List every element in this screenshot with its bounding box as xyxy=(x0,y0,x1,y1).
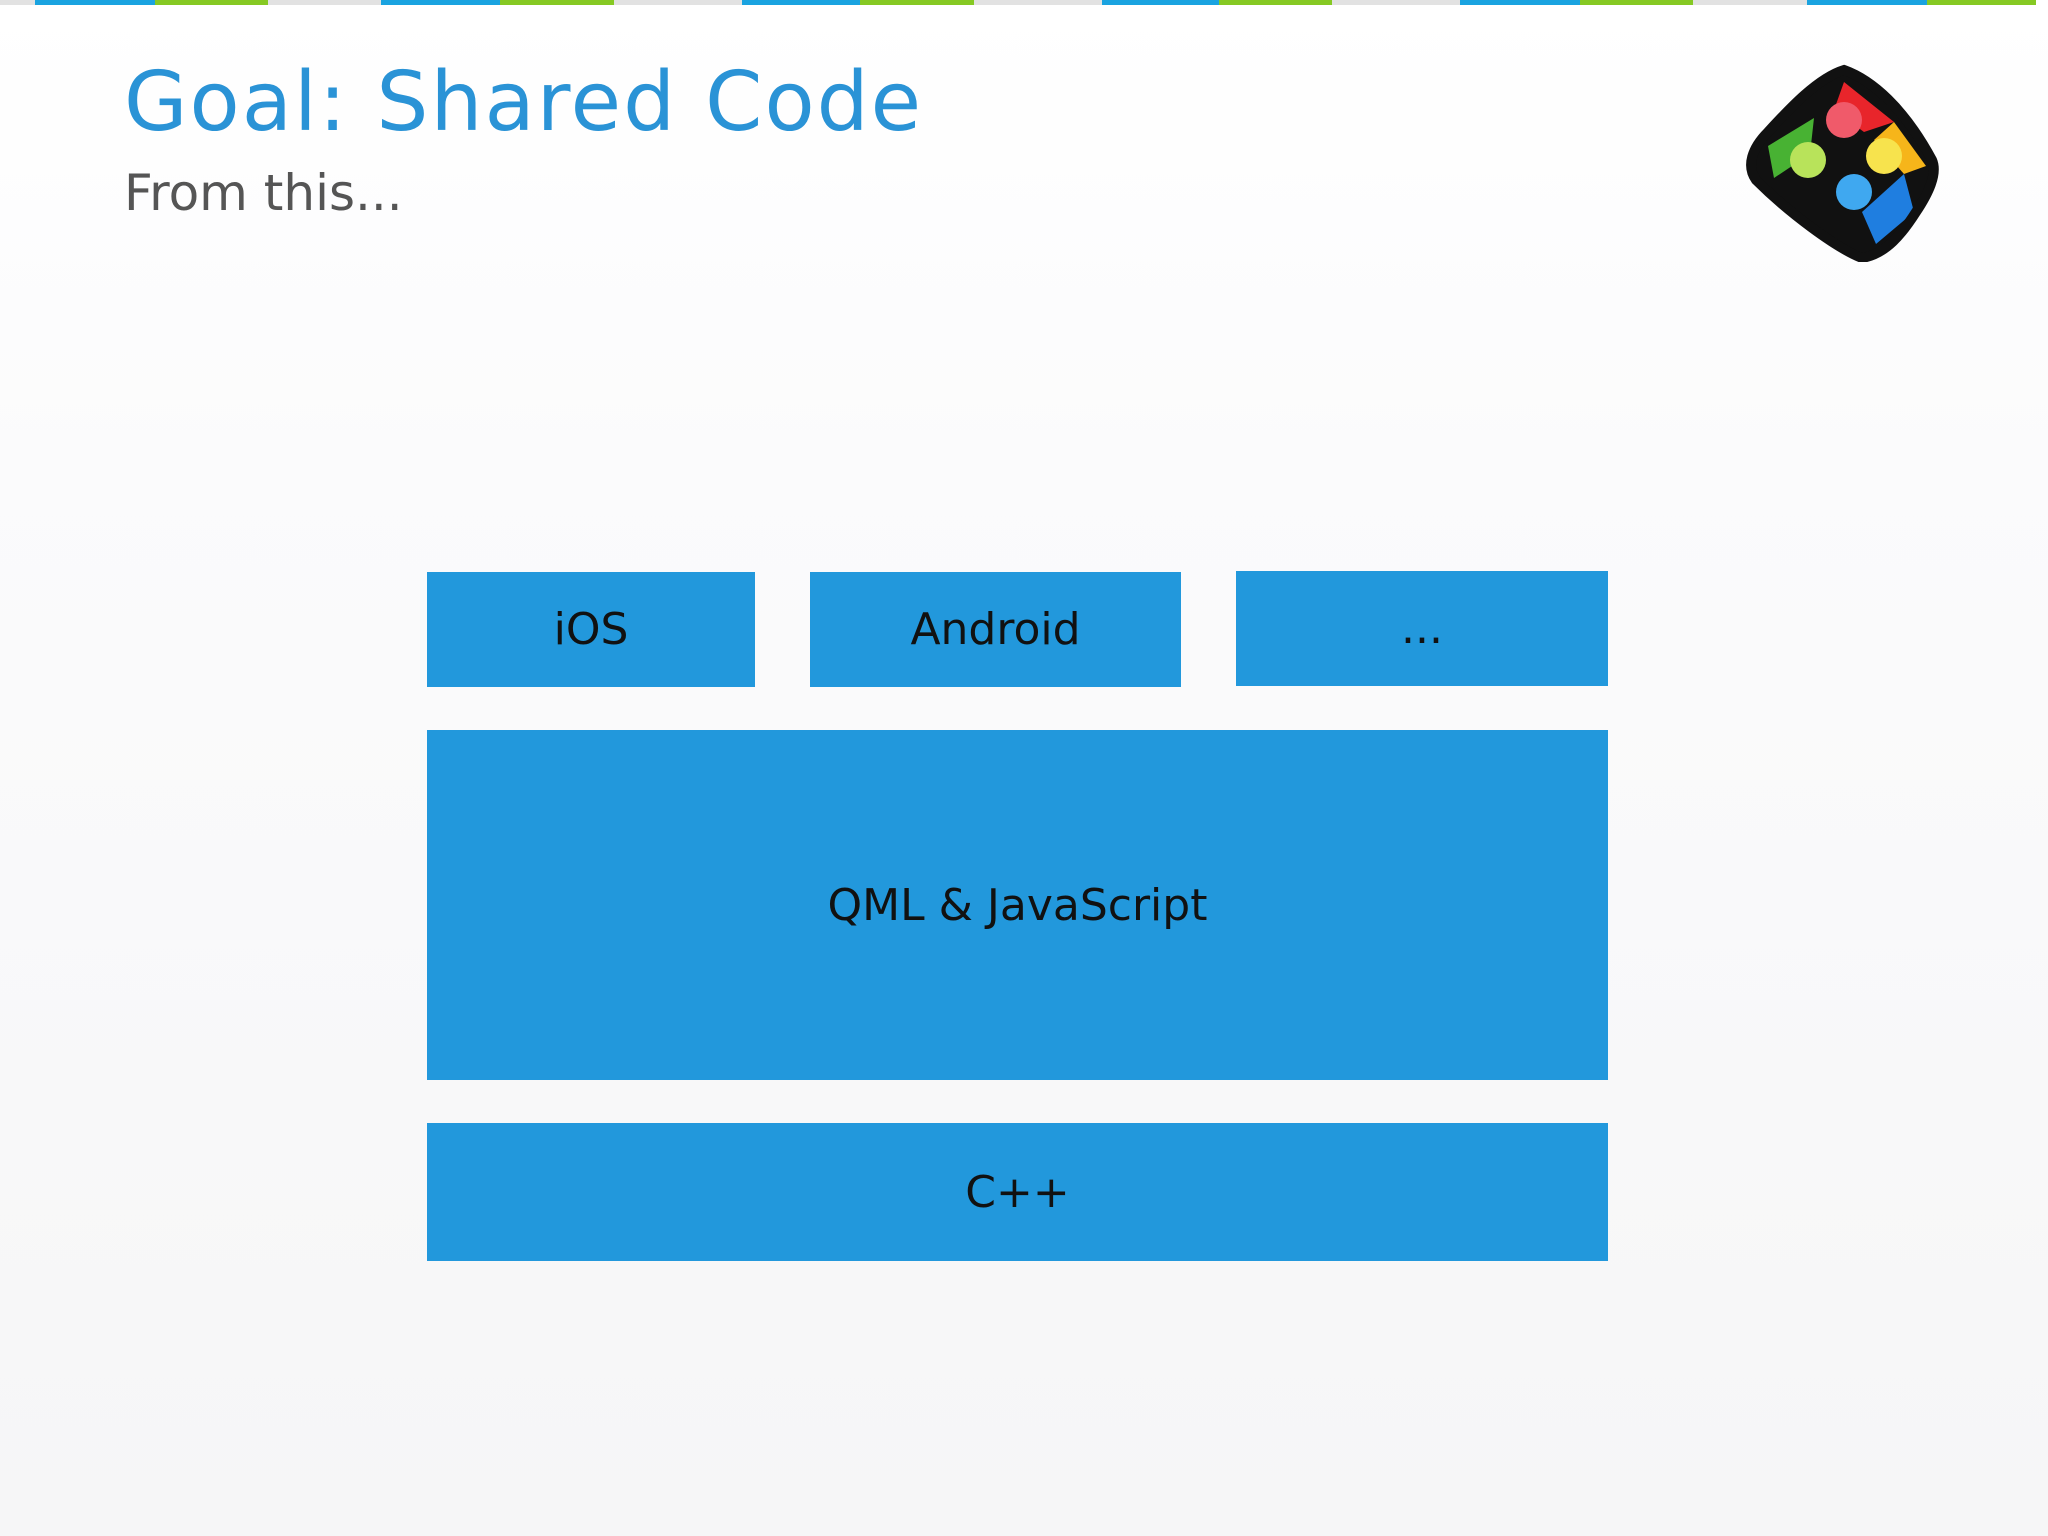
platform-block-android: Android xyxy=(810,572,1181,687)
slide-subtitle: From this... xyxy=(124,164,403,222)
platform-block-more: ... xyxy=(1236,571,1608,686)
slide-title: Goal: Shared Code xyxy=(124,55,924,150)
cpp-layer: C++ xyxy=(427,1123,1608,1261)
top-color-stripe xyxy=(0,0,2048,5)
qml-javascript-layer: QML & JavaScript xyxy=(427,730,1608,1080)
platform-block-ios: iOS xyxy=(427,572,755,687)
qt-quick-logo-icon xyxy=(1744,62,1944,264)
